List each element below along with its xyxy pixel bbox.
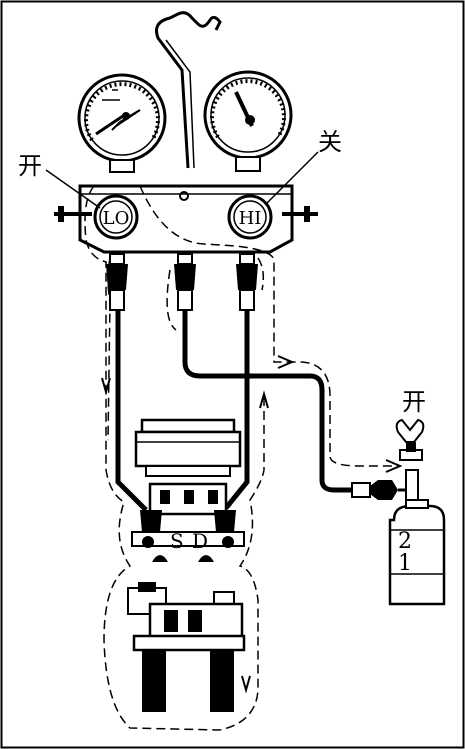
flow-arrow-down-bottom [241, 675, 251, 694]
hose-fittings [106, 253, 258, 311]
high-pressure-gauge [203, 70, 293, 172]
low-pressure-gauge [77, 73, 167, 173]
suction-port-label: S [170, 529, 184, 553]
tank-mark-top: 2 [398, 529, 412, 554]
high-side-hose [224, 310, 250, 510]
low-side-hose [115, 310, 148, 512]
low-valve-leader [45, 169, 101, 209]
high-port-label: HI [239, 208, 262, 229]
high-side-valve: HI [227, 194, 273, 240]
hanger-hook-inner [165, 39, 195, 169]
flow-arrow-up-right [259, 390, 269, 409]
compressor-pulley [134, 418, 242, 477]
high-valve-leader [265, 151, 319, 205]
tank-valve-state-label: 开 [402, 388, 426, 416]
refrigerant-flow-path [84, 185, 398, 731]
compressor-body [127, 582, 246, 712]
tank-connector [351, 418, 425, 511]
flow-arrow-to-tank [385, 459, 403, 473]
low-valve-state-label: 开 [18, 152, 42, 180]
charging-hose [182, 310, 354, 493]
tank-mark-bottom: 1 [398, 551, 412, 576]
flow-arrow-right [277, 355, 295, 369]
hanger-hook [155, 11, 222, 169]
refrigerant-tank [388, 499, 446, 606]
low-port-label: LO [103, 208, 130, 229]
flow-arrow-down-left [101, 377, 111, 396]
discharge-port-label: D [192, 529, 208, 553]
compressor-head [131, 482, 245, 562]
low-side-valve: LO [93, 194, 139, 240]
high-valve-state-label: 关 [318, 128, 342, 156]
